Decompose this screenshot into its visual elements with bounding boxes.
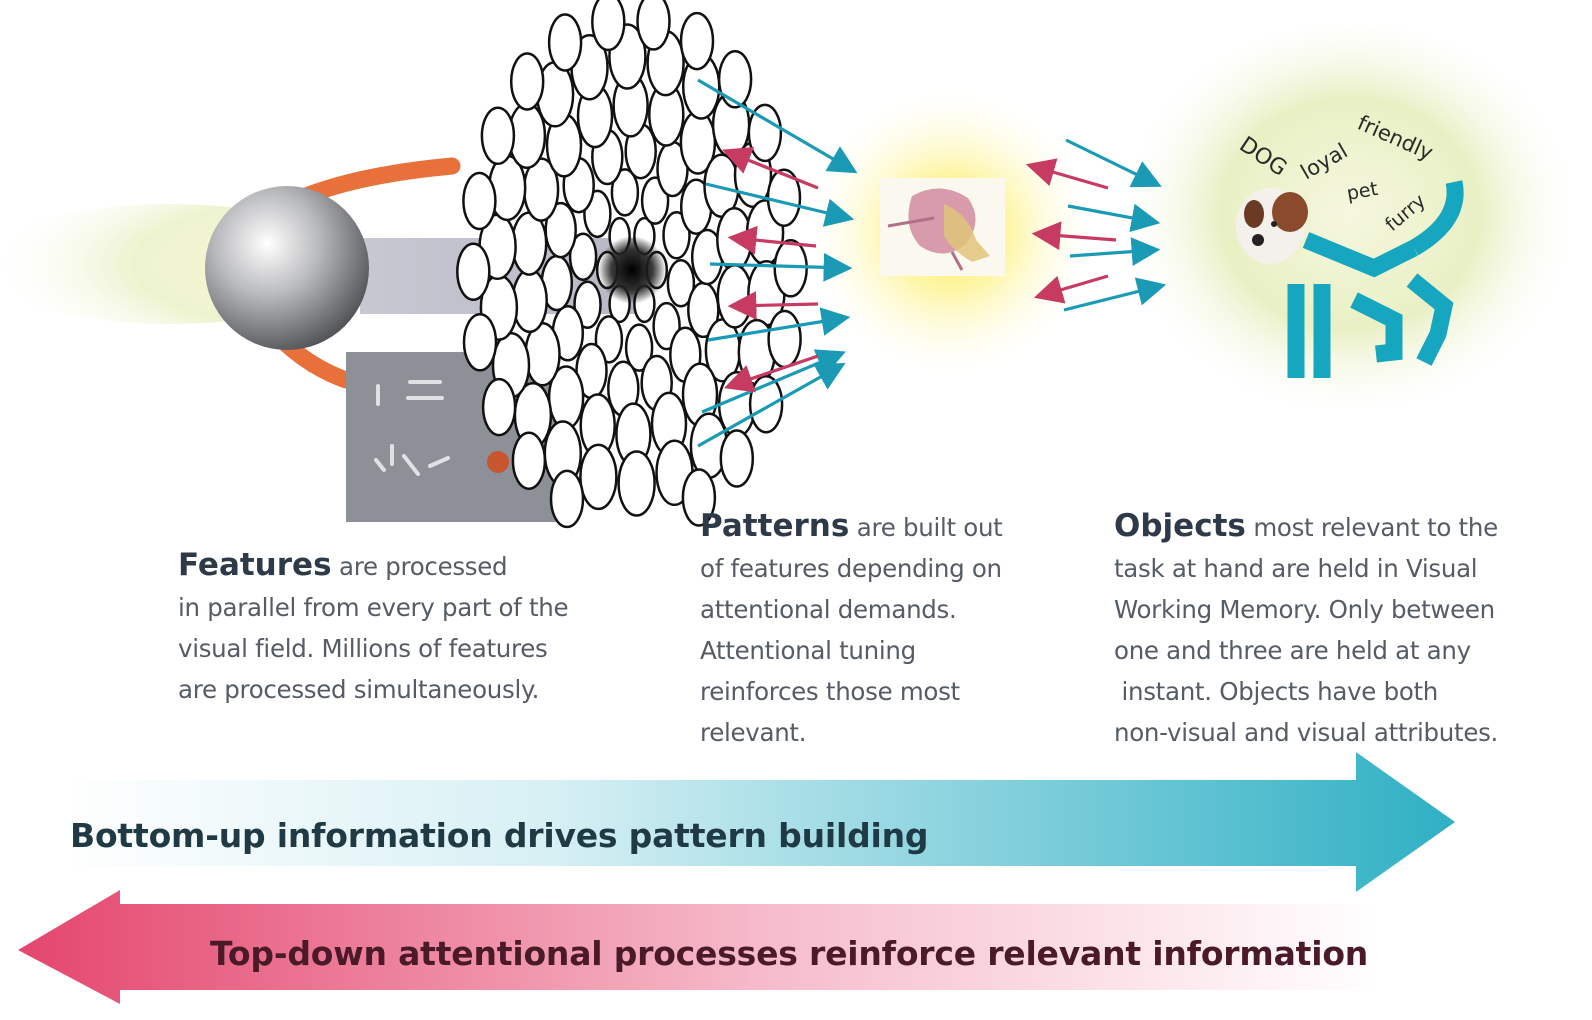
red-feature-dot <box>487 451 509 473</box>
receptive-field-ellipse <box>636 0 671 51</box>
dog-photo <box>1236 188 1308 264</box>
receptive-field-ellipse <box>681 468 717 527</box>
stick-figure-dog <box>1287 180 1464 378</box>
pattern-to-object-arrows <box>1063 138 1167 312</box>
patterns-keyword: Patterns <box>700 508 850 544</box>
objects-caption-line: non-visual and visual attributes. <box>1114 718 1499 747</box>
top-down-label: Top-down attentional processes reinforce… <box>210 934 1369 973</box>
patterns-caption-line: relevant. <box>700 718 807 747</box>
objects-caption: Objects most relevant to the task at han… <box>1114 506 1498 753</box>
receptive-field-ellipse <box>767 309 802 369</box>
receptive-field-ellipse <box>748 374 784 434</box>
receptive-field-ellipse <box>511 268 548 334</box>
features-keyword: Features <box>178 547 332 583</box>
features-caption-line: are processed <box>331 552 508 581</box>
receptive-field-ellipse <box>666 259 696 308</box>
receptive-field-ellipse <box>462 313 498 372</box>
receptive-field-ellipse <box>511 431 547 490</box>
objects-caption-line: instant. Objects have both <box>1114 677 1439 706</box>
receptive-field-ellipse <box>568 232 598 281</box>
cluster-pattern-arrows <box>697 78 858 448</box>
receptive-field-ellipse <box>679 11 715 71</box>
cluster-core <box>598 236 666 304</box>
features-caption-line: are processed simultaneously. <box>178 675 540 704</box>
object-glow <box>1115 25 1585 445</box>
receptive-field-ellipse <box>462 171 497 231</box>
feedback-arrows <box>722 146 819 393</box>
receptive-field-ellipse <box>579 443 618 511</box>
patterns-caption-line: Attentional tuning <box>700 636 916 665</box>
patterns-caption-line: reinforces those most <box>700 677 960 706</box>
patterns-caption-line: of features depending on <box>700 554 1002 583</box>
receptive-field-ellipse <box>717 50 753 109</box>
receptive-field-ellipse <box>719 429 755 488</box>
receptive-field-ellipse <box>747 103 783 163</box>
dog-word: pet <box>1345 178 1380 205</box>
eyeball <box>205 186 369 350</box>
patterns-caption: Patterns are built out of features depen… <box>700 506 1003 753</box>
receptive-field-ellipse <box>662 211 691 260</box>
patterns-caption-line: are built out <box>849 513 1003 542</box>
object-to-pattern-arrows <box>1025 158 1117 304</box>
receptive-field-ellipse <box>573 280 602 329</box>
receptive-field-ellipse <box>481 377 517 437</box>
feedforward-arrows <box>697 78 858 448</box>
receptive-field-ellipse <box>547 13 583 72</box>
receptive-field-ellipse <box>624 323 654 372</box>
receptive-field-ellipse <box>610 168 640 217</box>
receptive-field-ellipse <box>549 469 585 529</box>
receptive-field-ellipse <box>591 0 626 52</box>
receptive-field-ellipse <box>510 211 548 276</box>
receptive-field-ellipse <box>509 52 545 111</box>
receptive-field-ellipse <box>456 242 491 301</box>
features-caption-line: visual field. Millions of features <box>178 634 548 663</box>
features-caption: Features are processed in parallel from … <box>178 545 569 710</box>
objects-caption-line: Working Memory. Only between <box>1114 595 1495 624</box>
objects-caption-line: one and three are held at any <box>1114 636 1471 665</box>
patterns-caption-line: attentional demands. <box>700 595 957 624</box>
features-caption-line: in parallel from every part of the <box>178 593 569 622</box>
objects-keyword: Objects <box>1114 508 1246 544</box>
receptive-field-ellipse <box>480 106 516 166</box>
bottom-up-label: Bottom-up information drives pattern bui… <box>70 816 929 855</box>
receptive-field-ellipse <box>617 450 656 517</box>
pattern-image <box>880 178 1005 276</box>
feature-marks <box>374 380 450 476</box>
objects-caption-line: task at hand are held in Visual <box>1114 554 1478 583</box>
receptive-field-ellipse <box>716 264 754 329</box>
objects-caption-line: most relevant to the <box>1245 513 1498 542</box>
bottom-up-arrow <box>60 752 1455 892</box>
pattern-object-arrows <box>1025 138 1167 312</box>
top-down-arrow <box>18 890 1380 1004</box>
